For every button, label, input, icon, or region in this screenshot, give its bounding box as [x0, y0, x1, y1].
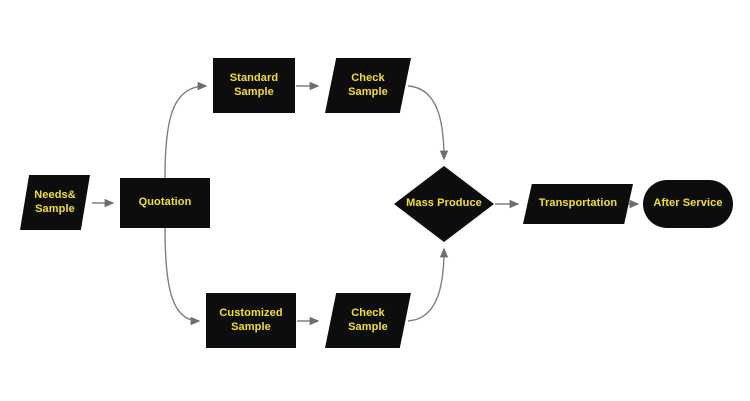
mass-produce-label: Mass Produce — [406, 197, 482, 210]
quotation-label: Quotation — [138, 196, 192, 209]
node-transportation[interactable]: Transportation — [523, 184, 633, 224]
node-standard-sample[interactable]: Standard Sample — [213, 58, 295, 113]
transportation-label: Transportation — [538, 197, 618, 210]
standard-sample-label: Standard Sample — [229, 71, 279, 98]
customized-sample-label: Customized Sample — [219, 306, 283, 333]
node-mass-produce[interactable]: Mass Produce — [394, 166, 494, 242]
node-needs-sample[interactable]: Needs& Sample — [20, 175, 90, 230]
after-service-shape — [643, 180, 733, 228]
needs-sample-label: Needs& Sample — [34, 188, 76, 215]
check-sample-bottom-label: Check Sample — [348, 306, 388, 333]
node-check-sample-top[interactable]: Check Sample — [325, 58, 411, 113]
edge-quotation-to-customized — [164, 227, 201, 326]
customized-sample-shape — [206, 293, 296, 348]
check-sample-bottom-shape — [325, 293, 411, 348]
node-check-sample-bottom[interactable]: Check Sample — [325, 293, 411, 348]
edge-quotation-to-standard — [164, 81, 208, 179]
after-service-label: After Service — [653, 197, 723, 210]
needs-sample-shape — [20, 175, 90, 230]
standard-sample-shape — [213, 58, 295, 113]
node-after-service[interactable]: After Service — [643, 180, 733, 228]
edge-check-bottom-to-mass — [407, 247, 449, 322]
edge-check-top-to-mass — [407, 85, 449, 161]
transportation-shape — [523, 184, 633, 224]
node-quotation[interactable]: Quotation — [120, 178, 210, 228]
check-sample-top-label: Check Sample — [348, 71, 388, 98]
quotation-shape — [120, 178, 210, 228]
node-customized-sample[interactable]: Customized Sample — [206, 293, 296, 348]
check-sample-top-shape — [325, 58, 411, 113]
